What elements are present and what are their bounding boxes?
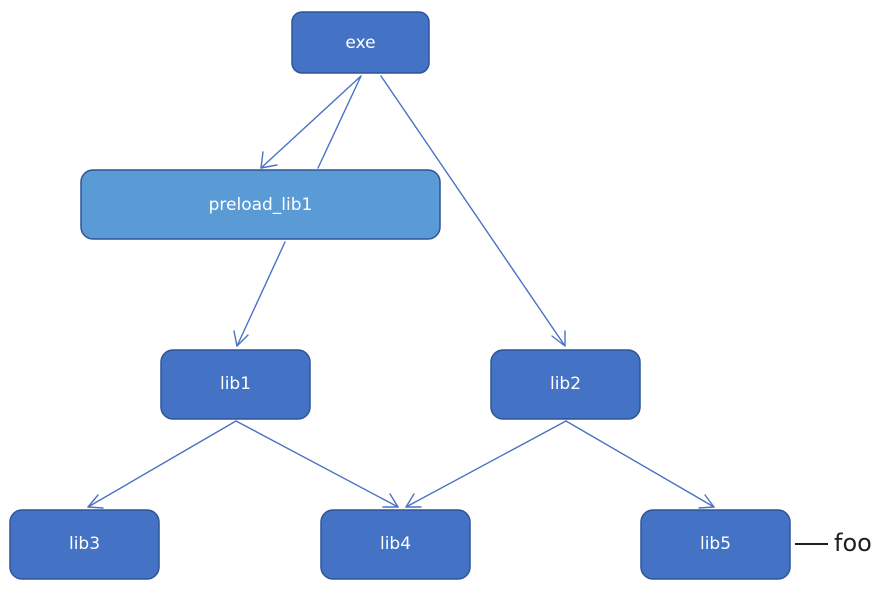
edge-preload-lib1-to-lib1 <box>236 241 286 347</box>
node-exe[interactable]: exe <box>291 11 430 74</box>
arrowhead-exe-to-preload-lib1 <box>260 151 278 169</box>
node-lib5[interactable]: lib5 <box>640 509 791 580</box>
edge-exe-through-preload-lib1 <box>317 75 362 169</box>
arrowhead-preload-lib1-to-lib1 <box>233 330 249 347</box>
edges <box>87 75 715 509</box>
node-lib4[interactable]: lib4 <box>320 509 471 580</box>
node-preload-lib1-label: preload_lib1 <box>209 195 313 215</box>
edge-exe-to-preload-lib1 <box>260 75 362 169</box>
edge-lib2-to-lib4 <box>405 420 567 508</box>
edge-lib1-to-lib3 <box>87 420 237 508</box>
node-lib5-label: lib5 <box>700 534 731 554</box>
node-exe-label: exe <box>345 33 375 53</box>
arrowhead-lib1-to-lib4 <box>382 493 399 508</box>
node-lib4-label: lib4 <box>380 534 411 554</box>
annotation-foo: foo <box>795 529 872 557</box>
node-lib1[interactable]: lib1 <box>160 349 311 420</box>
arrowhead-lib1-to-lib3 <box>87 494 104 509</box>
arrowhead-lib2-to-lib5 <box>698 494 715 509</box>
arrowhead-exe-to-lib2 <box>551 330 566 347</box>
node-lib3[interactable]: lib3 <box>9 509 160 580</box>
annotation-label: foo <box>834 529 872 557</box>
node-lib3-label: lib3 <box>69 534 100 554</box>
node-lib2[interactable]: lib2 <box>490 349 641 420</box>
edge-lib1-to-lib4 <box>235 420 399 508</box>
node-preload-lib1[interactable]: preload_lib1 <box>80 169 441 240</box>
node-lib1-label: lib1 <box>220 374 251 394</box>
node-lib2-label: lib2 <box>550 374 581 394</box>
arrowhead-lib2-to-lib4 <box>405 493 422 508</box>
edge-exe-to-lib2 <box>380 75 566 347</box>
edge-lib2-to-lib5 <box>565 420 715 508</box>
